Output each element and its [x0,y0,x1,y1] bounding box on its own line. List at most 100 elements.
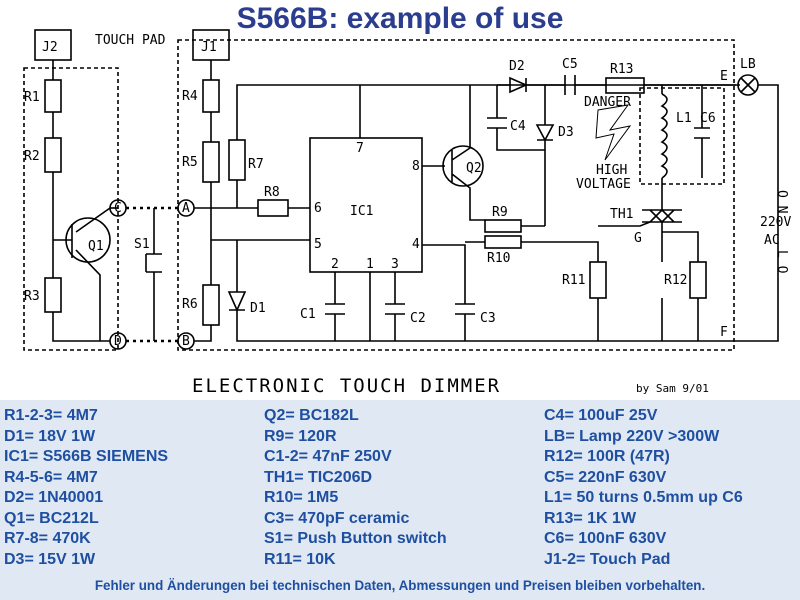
touch-pad-box [23,39,735,351]
voltage-label: VOLTAGE [576,177,631,192]
r4 [202,79,220,113]
r2 [44,137,62,173]
part-item: R10= 1M5 [264,489,339,506]
j2-label: J2 [42,40,58,55]
part-item: R1-2-3= 4M7 [4,407,98,424]
c3-label: C3 [480,311,496,326]
th1-label: TH1 [610,207,633,222]
ic-pin2: 2 [331,257,339,272]
part-item: C4= 100uF 25V [544,407,658,424]
part-item: R11= 10K [264,550,336,568]
r10 [484,235,522,249]
r6-label: R6 [182,297,198,312]
lb-label: LB [740,57,756,72]
ic-pin6: 6 [314,201,322,216]
terminal-d-label: D [114,334,122,349]
mains-220v-label: 220V [760,215,791,230]
r13-label: R13 [610,62,633,77]
j1-label: J1 [201,40,217,55]
part-item: TH1= TIC206D [264,468,373,486]
circuit-schematic: J2 J1 TOUCH PAD R1 R2 R3 R4 R5 R6 R7 R8 … [23,29,791,397]
touch-pad-label: TOUCH PAD [95,33,166,48]
d1-diode [227,291,247,312]
e-label: E [720,69,728,84]
s1-switch [145,208,162,341]
c1-label: C1 [300,307,316,322]
r1 [44,79,62,113]
r8-label: R8 [264,185,280,200]
c6-label: C6 [700,111,716,126]
r10-label: R10 [487,251,510,266]
r3-label: R3 [24,289,40,304]
disclaimer-text: Fehler und Änderungen bei technischen Da… [94,578,706,593]
th1-triac [642,208,682,224]
part-item: C1-2= 47nF 250V [264,448,392,465]
part-item: Q1= BC212L [4,509,99,527]
part-item: R7-8= 470K [4,530,91,547]
d3-label: D3 [558,125,574,140]
r9 [484,219,522,233]
part-item: IC1= S566B SIEMENS [4,448,169,465]
q2-label: Q2 [466,161,482,176]
ic-pin8: 8 [412,159,420,174]
ic1-label: IC1 [350,204,373,219]
lo-label: L O [774,250,789,274]
q2-circle [442,145,484,187]
r7-label: R7 [248,157,264,172]
danger-label: DANGER [584,95,631,110]
parts-column-2: Q2= BC182L R9= 120R C1-2= 47nF 250V TH1= TI… [264,406,447,570]
c2-label: C2 [410,311,426,326]
terminal-a-label: A [182,201,190,216]
r3 [44,277,62,313]
q1-label: Q1 [88,239,104,254]
r1-label: R1 [24,90,40,105]
part-item: R12= 100R (47R) [544,448,670,465]
on-label: O N [774,190,789,213]
r11-label: R11 [562,273,585,288]
page-title: S566B: example of use [236,2,564,35]
ic1-box [309,137,423,273]
terminal-c-label: C [114,201,122,216]
r5 [202,141,220,183]
g-label: G [634,231,642,246]
c5-label: C5 [562,57,578,72]
part-item: C6= 100nF 630V [544,530,667,547]
part-item: R4-5-6= 4M7 [4,468,98,486]
ic-pin1: 1 [366,257,374,272]
d2-label: D2 [509,59,525,74]
schematic-author: by Sam 9/01 [636,382,709,395]
d1-label: D1 [250,301,266,316]
part-item: R9= 120R [264,427,337,445]
s1-label: S1 [134,237,150,252]
part-item: C5= 220nF 630V [544,468,667,486]
high-label: HIGH [596,163,627,178]
part-item: L1= 50 turns 0.5mm up C6 [544,489,743,506]
part-item: C3= 470pF ceramic [264,509,410,527]
part-item: J1-2= Touch Pad [544,550,671,568]
f-label: F [720,325,728,340]
part-item: D1= 18V 1W [4,427,96,445]
terminal-b-label: B [182,334,190,349]
r2-label: R2 [24,149,40,164]
part-item: D3= 15V 1W [4,550,96,568]
part-item: Q2= BC182L [264,407,359,424]
q1-circle [65,217,111,263]
part-item: S1= Push Button switch [264,530,447,547]
r7 [228,139,246,181]
r12-label: R12 [664,273,687,288]
c4-label: C4 [510,119,526,134]
r8 [257,199,289,217]
r6 [202,284,220,326]
l1-coil [660,93,668,179]
r11 [589,261,607,299]
part-item: R13= 1K 1W [544,509,637,527]
ic-pin5: 5 [314,237,322,252]
part-item: D2= 1N40001 [4,489,104,506]
r9-label: R9 [492,205,508,220]
ic-pin3: 3 [391,257,399,272]
ac-label: AC [764,233,780,248]
r5-label: R5 [182,155,198,170]
